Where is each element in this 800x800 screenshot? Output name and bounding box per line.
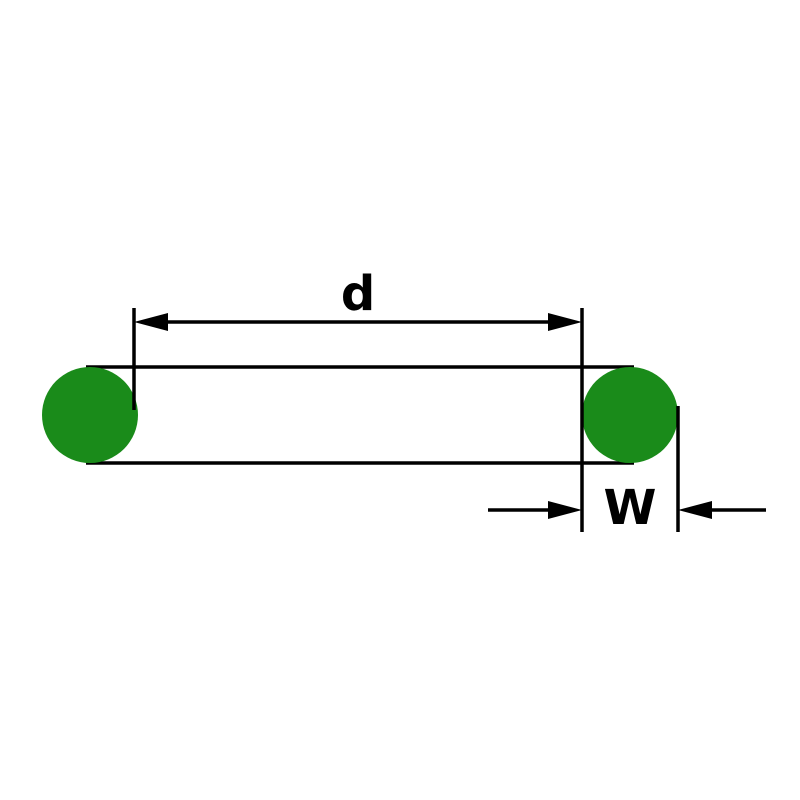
oring-right-cross-section: [582, 367, 678, 463]
dimension-d-arrowhead-right-icon: [548, 313, 582, 331]
oring-left-cross-section: [42, 367, 138, 463]
dimension-w-label: W: [604, 480, 657, 536]
dimension-w-arrowhead-right-icon: [678, 501, 712, 519]
dimension-d-arrowhead-left-icon: [134, 313, 168, 331]
dimension-w-arrowhead-left-icon: [548, 501, 582, 519]
dimension-d-label: d: [341, 266, 375, 322]
